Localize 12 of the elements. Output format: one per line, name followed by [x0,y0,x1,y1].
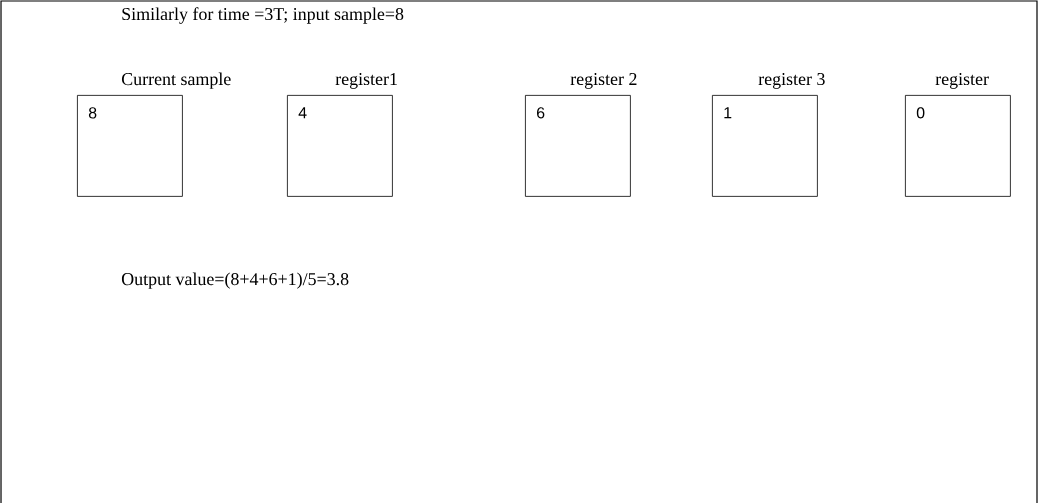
text-label: Similarly for time =3T; input sample=8 [122,7,404,24]
box-caption: register [935,73,989,89]
box-caption: Current sample [121,72,231,89]
box-caption: register 3 [758,73,825,89]
box-caption: register1 [335,73,397,89]
value-box: 4 [287,95,393,197]
box-caption: register 2 [570,73,637,89]
value-box: 6 [525,95,631,197]
value-box: 1 [712,95,818,197]
value-box: 0 [905,95,1011,197]
text-label: Output value=(8+4+6+1)/5=3.8 [121,272,349,289]
value-box: 8 [77,95,183,197]
